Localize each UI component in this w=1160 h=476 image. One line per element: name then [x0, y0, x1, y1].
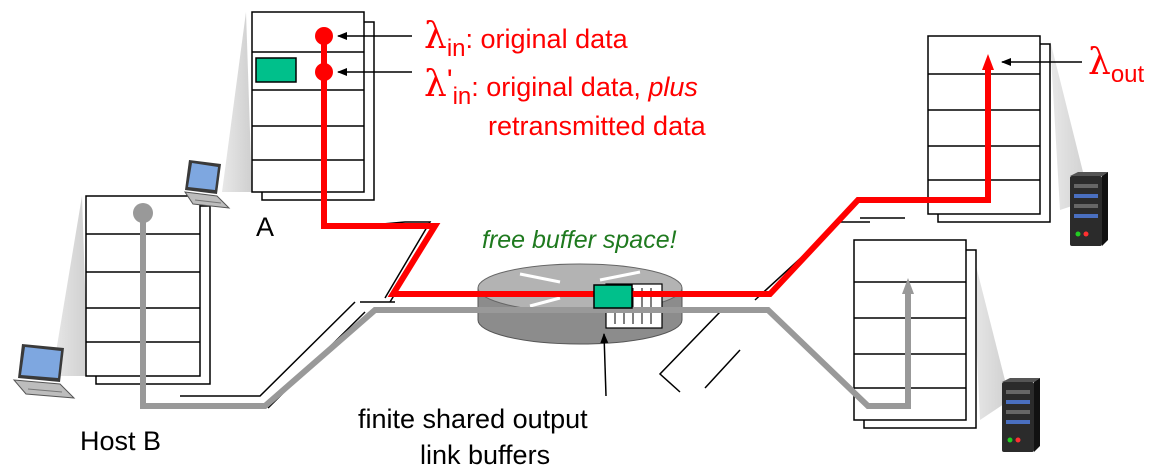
router	[477, 263, 683, 345]
receiver-bottom-shadow	[972, 250, 1010, 420]
host-a-app-buffer	[255, 57, 297, 83]
laptop-icon	[183, 160, 231, 209]
server-icon	[1070, 172, 1108, 246]
red-flow-dot-lambda-prime-in	[315, 63, 333, 81]
lambda-in-label: λin: original data	[424, 16, 629, 62]
laptop-icon	[12, 344, 76, 399]
server-icon	[1002, 378, 1040, 452]
free-buffer-label: free buffer space!	[482, 226, 677, 254]
receiver-bottom	[853, 239, 1010, 429]
red-flow-dot-lambda-in	[315, 27, 333, 45]
lambda-out-label: λout	[1088, 42, 1145, 88]
lambda-prime-in-label-line2: retransmitted data	[488, 111, 707, 141]
gray-flow-path	[140, 213, 914, 409]
receiver-top	[927, 35, 1090, 223]
receiver-top-shadow	[1050, 40, 1090, 210]
router-buffered-packet	[593, 284, 633, 309]
host-b-shadow	[52, 196, 88, 376]
host-b	[52, 195, 211, 385]
router-arrows	[519, 270, 641, 308]
lambda-prime-in-label: λ'in: original data, plus	[424, 64, 698, 110]
buffers-label-line1: finite shared output	[358, 404, 588, 434]
red-flow-path	[321, 36, 994, 297]
host-a-label: A	[256, 212, 274, 242]
host-b-label: Host B	[80, 426, 161, 456]
host-a-stack	[251, 11, 365, 193]
host-a-shadow	[222, 12, 252, 192]
buffers-label-line2: link buffers	[420, 440, 550, 470]
buffers-pointer	[600, 333, 609, 397]
host-a	[222, 11, 375, 201]
gray-flow-source-dot	[133, 203, 153, 223]
